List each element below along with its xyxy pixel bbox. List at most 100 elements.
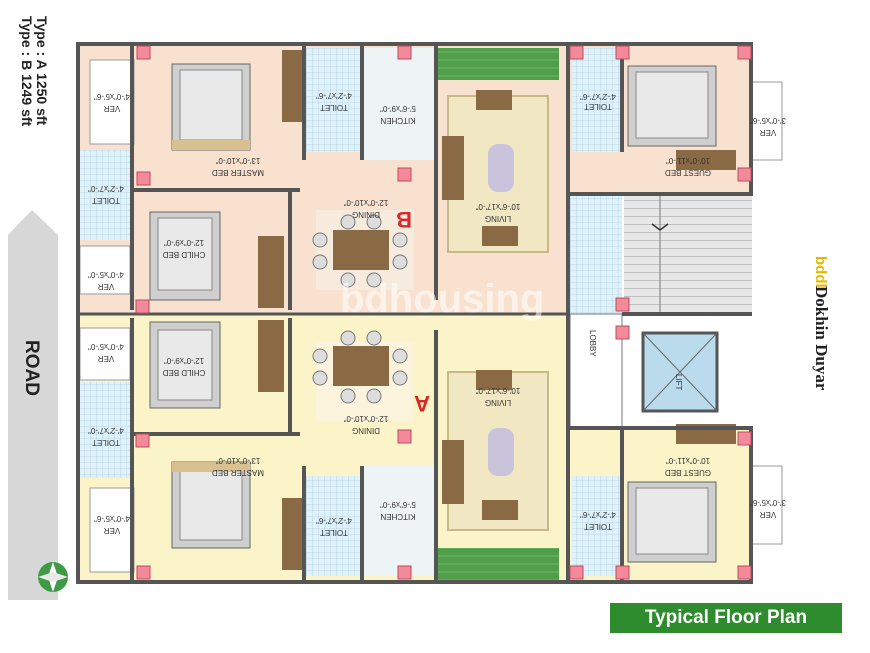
master-bed-a-furniture (171, 461, 251, 549)
b-child-bed-name: CHILD BED (162, 250, 205, 259)
unit-b-letter: B (396, 207, 412, 232)
child-bed-b-furniture (149, 211, 221, 301)
a-master-bed-name: MASTER BED (212, 468, 264, 477)
b-master-bed-size: 13'-0"x10'-0" (215, 156, 260, 165)
b-dining-name: DINING (352, 210, 380, 219)
unit-a-labels: VER 4'-0"x5'-0" CHILD BED 12'-0"x9'-0" D… (88, 342, 786, 537)
b-toilet2-size: 4'-2"x7'-6" (580, 92, 616, 101)
type-a-label: Type : A 1250 sft (34, 16, 50, 126)
a-toilet2-name: TOILET (584, 522, 612, 531)
b-ver-right-size: 3'-0"x5'-6" (750, 116, 786, 125)
toilet-b-2 (572, 48, 624, 152)
road-label: ROAD (21, 340, 42, 396)
b-child-bed-size: 12'-0"x9'-0" (164, 238, 204, 247)
b-toilet1-name: TOILET (320, 103, 348, 112)
a-toilet1-name: TOILET (320, 528, 348, 537)
stair-landing (570, 196, 622, 314)
b-guest-bed-size: 10'-0"x11'-0" (666, 156, 710, 165)
watermark: bdhousing (340, 277, 544, 321)
b-living-name: LIVING (485, 214, 511, 223)
garden-bottom (437, 548, 559, 580)
wardrobe-b-3 (676, 150, 736, 170)
wardrobe-b-2 (258, 236, 284, 308)
brand-project-name: Dokhin Duyar (812, 286, 831, 391)
a-living-name: LIVING (485, 398, 511, 407)
master-bed-b-furniture (171, 63, 251, 151)
a-ver-left-name: VER (98, 354, 115, 363)
wardrobe-a-1 (258, 320, 284, 392)
brand: bddl Dokhin Duyar (808, 44, 844, 464)
b-ver-right-name: VER (760, 128, 777, 137)
b-toilet2-name: TOILET (584, 102, 612, 111)
type-b-label: Type : B 1249 sft (19, 16, 35, 127)
dining-table-b (312, 214, 408, 288)
dining-table-a (312, 330, 408, 404)
garden-top (437, 48, 559, 80)
b-kitchen-size: 5'-6"x9'-0" (380, 104, 416, 113)
a-child-bed-name: CHILD BED (162, 368, 205, 377)
unit-b-labels: MASTER BED 13'-0"x10'-0" TOILET 4'-2"x7'… (88, 91, 786, 291)
lift-label: LIFT (674, 374, 683, 391)
unit-a-letter: A (414, 391, 430, 416)
a-kitchen-name: KITCHEN (380, 512, 415, 521)
a-child-bed-size: 12'-0"x9'-0" (164, 356, 204, 365)
a-toilet2-size: 4'-2"x7'-6" (580, 510, 616, 519)
toilet-b-1 (306, 48, 362, 152)
b-living-size: 10'-6"x17'-0" (475, 202, 520, 211)
b-guest-bed-name: GUEST BED (665, 168, 711, 177)
lobby-label: LOBBY (588, 330, 597, 357)
kitchen-b (364, 48, 434, 160)
a-ver-bottomleft-name: VER (104, 526, 121, 535)
veranda-b-top-left (89, 59, 135, 145)
veranda-a-right (751, 465, 783, 545)
walls (76, 42, 753, 584)
a-ver-right-size: 3'-0"x5'-6" (750, 498, 786, 507)
b-toilet-left-size: 4'-2"x7'-0" (88, 184, 124, 193)
b-ver-topleft-name: VER (104, 104, 121, 113)
living-set-a (442, 370, 518, 520)
b-kitchen-name: KITCHEN (380, 116, 415, 125)
a-toilet-left-name: TOILET (92, 438, 120, 447)
a-living-size: 10'-6"x17'-0" (475, 386, 520, 395)
a-dining-name: DINING (352, 426, 380, 435)
kitchen-a (364, 466, 434, 576)
type-labels: Type : A 1250 sft Type : B 1249 sft (19, 16, 50, 127)
toilet-a-left (80, 382, 130, 478)
compass-icon (38, 562, 68, 592)
b-ver-topleft-size: 4'-0"x5'-6" (94, 92, 130, 101)
guest-bed-a-furniture (627, 481, 717, 563)
a-guest-bed-name: GUEST BED (665, 468, 711, 477)
veranda-b-left (79, 245, 131, 295)
veranda-a-bottom-left (89, 487, 135, 573)
veranda-a-left (79, 327, 131, 381)
a-dining-size: 12'-0"x10'-0" (343, 414, 388, 423)
b-toilet1-size: 4'-2"x7'-6" (316, 91, 352, 100)
wardrobe-b-1 (282, 50, 302, 122)
brand-logo: bddl (812, 256, 829, 288)
b-dining-size: 12'-0"x10'-0" (343, 198, 388, 207)
veranda-b-right (751, 81, 783, 161)
a-toilet1-size: 4'-2"x7'-6" (316, 516, 352, 525)
a-master-bed-size: 13'-0"x10'-0" (215, 456, 260, 465)
b-master-bed-name: MASTER BED (212, 168, 264, 177)
toilet-a-1 (306, 476, 362, 576)
toilet-b-left (80, 150, 130, 240)
a-guest-bed-size: 10'-0"x11'-0" (666, 456, 710, 465)
living-set-b (442, 90, 518, 246)
wardrobe-a-2 (282, 498, 302, 570)
a-ver-bottomleft-size: 4'-0"x5'-6" (94, 514, 130, 523)
a-ver-right-name: VER (760, 510, 777, 519)
b-toilet-left-name: TOILET (92, 196, 120, 205)
b-ver-left-size: 4'-0"x5'-0" (88, 270, 124, 279)
b-ver-left-name: VER (98, 282, 115, 291)
a-kitchen-size: 5'-6"x9'-0" (380, 500, 416, 509)
a-toilet-left-size: 4'-2"x7'-0" (88, 426, 124, 435)
columns (135, 45, 752, 580)
staircase (624, 196, 752, 314)
lobby-area (569, 313, 623, 429)
child-bed-a-furniture (149, 321, 221, 409)
guest-bed-b-furniture (627, 65, 717, 147)
road: ROAD (8, 210, 58, 600)
a-ver-left-size: 4'-0"x5'-0" (88, 342, 124, 351)
